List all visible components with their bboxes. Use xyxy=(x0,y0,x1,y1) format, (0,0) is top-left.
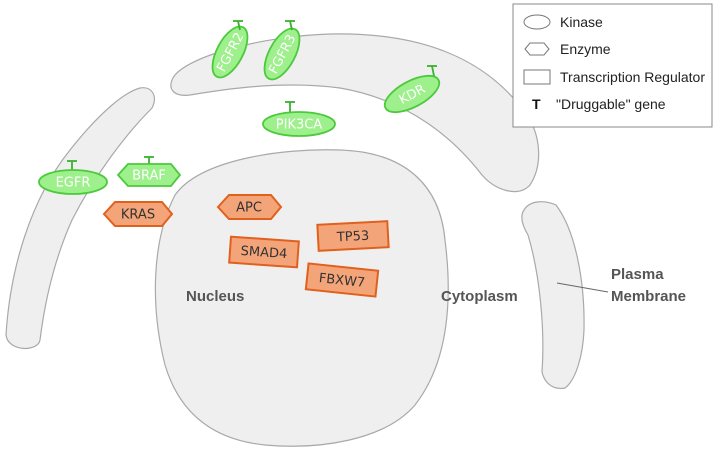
gene-pik3ca: PIK3CA xyxy=(262,101,336,137)
fgfr2-kinase-shape xyxy=(211,25,249,79)
kdr-kinase-shape xyxy=(383,74,441,114)
fbxw7-regulator-shape xyxy=(304,262,380,298)
legend-druggable-label: "Druggable" gene xyxy=(556,96,666,112)
membrane-right-segment xyxy=(521,201,585,390)
plasma-membrane-label-line1: Plasma xyxy=(611,266,664,283)
gene-fbxw7: FBXW7 xyxy=(304,262,380,298)
legend-enzyme-label: Enzyme xyxy=(560,41,611,57)
plasma-membrane-leader-line xyxy=(556,282,609,293)
gene-smad4: SMAD4 xyxy=(228,235,300,269)
gene-apc: APC xyxy=(216,194,283,220)
braf-enzyme-shape xyxy=(116,163,182,187)
tp53-regulator-shape xyxy=(316,220,390,252)
gene-tp53: TP53 xyxy=(316,220,390,252)
legend-kinase-label: Kinase xyxy=(560,14,603,30)
membrane-top-segment xyxy=(170,33,540,193)
druggable-marker-kdr xyxy=(431,65,435,77)
druggable-marker-fgfr2 xyxy=(237,20,241,31)
kras-label: KRAS xyxy=(121,208,155,223)
legend: Kinase Enzyme Transcription Regulator T … xyxy=(512,3,713,128)
pik3ca-label: PIK3CA xyxy=(276,118,323,133)
fbxw7-label: FBXW7 xyxy=(318,271,366,291)
smad4-regulator-shape xyxy=(228,235,300,269)
apc-label: APC xyxy=(236,201,262,216)
plasma-membrane-label-line2: Membrane xyxy=(611,288,686,305)
smad4-label: SMAD4 xyxy=(240,244,288,262)
gene-braf: BRAF xyxy=(116,156,182,187)
braf-label: BRAF xyxy=(132,169,166,184)
legend-enzyme-icon xyxy=(524,42,550,56)
druggable-marker-fgfr3 xyxy=(289,20,293,31)
gene-egfr: EGFR xyxy=(38,160,108,195)
legend-regulator-icon xyxy=(523,69,551,85)
egfr-kinase-shape xyxy=(38,169,108,195)
pik3ca-kinase-shape xyxy=(262,111,336,137)
legend-kinase-icon xyxy=(523,14,551,30)
nucleus-label: Nucleus xyxy=(186,288,244,305)
legend-druggable-symbol: T xyxy=(532,96,541,112)
fgfr3-kinase-shape xyxy=(263,27,301,81)
gene-kras: KRAS xyxy=(102,201,174,227)
cytoplasm-label: Cytoplasm xyxy=(441,288,518,305)
egfr-label: EGFR xyxy=(56,176,91,191)
tp53-label: TP53 xyxy=(336,229,370,246)
kras-enzyme-shape xyxy=(102,201,174,227)
legend-regulator-label: Transcription Regulator xyxy=(560,69,705,85)
apc-enzyme-shape xyxy=(216,194,283,220)
gene-kdr: KDR xyxy=(383,74,441,114)
